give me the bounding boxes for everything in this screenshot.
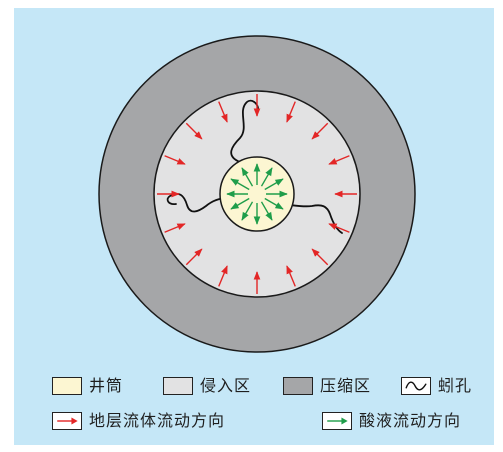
- formation-flow-arrow: [218, 265, 228, 287]
- legend-label-acid-flow: 酸液流动方向: [359, 411, 462, 430]
- green-arrow-icon: [322, 412, 352, 430]
- legend-compressed-zone: 压缩区: [283, 373, 371, 399]
- acid-flow-arrow: [230, 197, 250, 210]
- formation-flow-arrow: [286, 265, 296, 287]
- wormhole-icon: [401, 377, 431, 395]
- legend-row-2: 地层流体流动方向 酸液流动方向: [0, 408, 503, 434]
- legend-wormhole: 蚓孔: [401, 373, 472, 399]
- wormhole-1: [230, 99, 259, 163]
- formation-flow-arrow: [328, 155, 350, 165]
- legend-label-invaded-zone: 侵入区: [200, 376, 252, 395]
- legend-invaded-zone: 侵入区: [163, 373, 251, 399]
- legend-formation-flow: 地层流体流动方向: [52, 408, 225, 434]
- legend-label-wellbore: 井筒: [89, 376, 124, 395]
- acid-flow-arrow: [241, 167, 254, 187]
- legend-label-formation-flow: 地层流体流动方向: [89, 411, 226, 430]
- formation-flow-arrow: [218, 101, 228, 123]
- formation-flow-arrow: [286, 101, 296, 123]
- invaded-zone-swatch: [163, 377, 193, 395]
- wellbore: [219, 156, 295, 232]
- formation-flow-arrow: [311, 122, 329, 140]
- formation-flow-arrow: [164, 155, 186, 165]
- red-arrow-icon: [52, 412, 82, 430]
- wellbore-swatch: [52, 377, 82, 395]
- acid-flow-arrow: [260, 201, 273, 221]
- acid-flow-arrows: [226, 163, 288, 225]
- formation-flow-arrows: [157, 94, 357, 294]
- legend-label-wormhole: 蚓孔: [438, 376, 473, 395]
- acid-flow-arrow: [230, 178, 250, 191]
- formation-flow-arrow: [164, 223, 186, 233]
- acid-flow-arrow: [264, 178, 284, 191]
- acid-flow-arrow: [264, 197, 284, 210]
- legend-wellbore: 井筒: [52, 373, 123, 399]
- formation-flow-arrow: [311, 248, 329, 266]
- compressed-zone-swatch: [283, 377, 313, 395]
- legend-acid-flow: 酸液流动方向: [322, 408, 461, 434]
- acid-flow-arrow: [241, 201, 254, 221]
- formation-flow-arrow: [185, 122, 203, 140]
- formation-flow-arrow: [185, 248, 203, 266]
- acid-flow-arrow: [260, 167, 273, 187]
- legend-label-compressed-zone: 压缩区: [320, 376, 372, 395]
- legend-row-1: 井筒 侵入区 压缩区 蚓孔: [0, 373, 503, 399]
- wormhole-2: [166, 192, 229, 213]
- formation-flow-arrow: [328, 223, 350, 233]
